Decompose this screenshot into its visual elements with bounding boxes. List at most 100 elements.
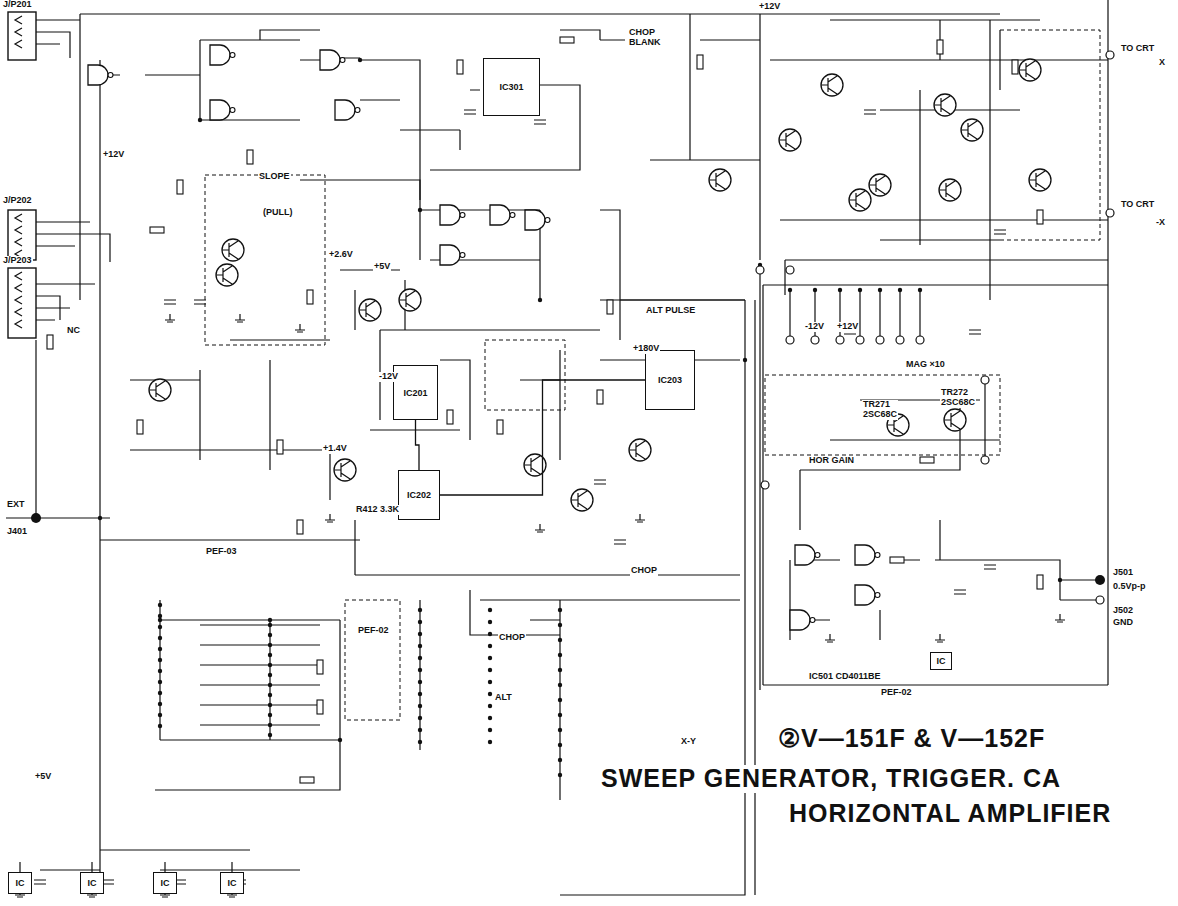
wire — [15, 284, 22, 292]
wire — [200, 625, 320, 725]
wire — [300, 180, 620, 340]
wire — [464, 110, 476, 114]
signal-label: +2.6V — [328, 250, 354, 260]
junction-dot — [158, 603, 162, 607]
signal-label: +12V — [758, 2, 781, 12]
wire — [15, 238, 22, 246]
junction-dot — [418, 208, 422, 212]
junction-dot — [268, 713, 272, 717]
junction-dot — [488, 728, 492, 732]
wire — [155, 600, 340, 790]
wire — [944, 411, 960, 429]
wire — [216, 266, 232, 284]
wire — [334, 461, 350, 479]
transistor-symbol — [821, 74, 843, 96]
wire — [194, 300, 206, 304]
resistor-symbol — [300, 777, 314, 783]
resistor-symbol — [607, 300, 613, 314]
junction-dot — [268, 683, 272, 687]
ic-label: IC301 — [499, 82, 523, 92]
junction-dot — [558, 683, 562, 687]
wire — [15, 320, 22, 328]
junction-dot — [268, 653, 272, 657]
junction-dot — [268, 618, 272, 622]
wire — [790, 560, 880, 640]
ic-label: IC — [88, 878, 97, 888]
signal-label: J/P202 — [2, 196, 33, 206]
signal-label: -X — [1155, 218, 1166, 228]
nand-gate — [440, 205, 460, 225]
signal-label: -12V — [804, 322, 825, 332]
terminal-ring — [756, 266, 764, 274]
junction-dot — [418, 608, 422, 612]
dashed-outline — [765, 375, 1000, 455]
wire — [36, 284, 95, 320]
terminal-ring — [1106, 209, 1114, 217]
wire — [969, 330, 981, 334]
nand-gate — [88, 65, 108, 85]
wire — [760, 0, 1110, 300]
transistor-symbol — [944, 409, 966, 431]
junction-dot — [158, 618, 162, 622]
transistor-symbol — [359, 299, 381, 321]
wire — [849, 191, 865, 209]
junction-dot — [418, 656, 422, 660]
junction-dot — [268, 703, 272, 707]
wire — [864, 110, 876, 114]
wire — [15, 296, 22, 304]
signal-label: TO CRT — [1120, 200, 1155, 210]
terminal-ring — [761, 481, 769, 489]
junction-dot — [418, 680, 422, 684]
signal-label: R412 3.3K — [355, 505, 400, 515]
ic-box: IC202 — [398, 470, 440, 520]
terminal-ring — [786, 266, 794, 274]
signal-label: J/P201 — [2, 0, 33, 10]
junction-dot — [418, 740, 422, 744]
wire — [6, 60, 360, 890]
resistor-symbol — [137, 420, 143, 434]
connector-housing — [8, 210, 36, 260]
resistor-symbol — [277, 440, 283, 454]
transistor-symbol — [934, 94, 956, 116]
wire — [15, 40, 22, 48]
wire — [295, 324, 305, 332]
junction-dot — [918, 288, 922, 292]
wire — [939, 181, 955, 199]
signal-label: +5V — [34, 772, 52, 782]
gate-bubble — [875, 593, 880, 598]
ic-box: IC203 — [645, 350, 695, 410]
junction-dot — [268, 643, 272, 647]
junction-dot — [268, 623, 272, 627]
junction-dot — [338, 738, 342, 742]
signal-label: SLOPE — [258, 172, 291, 182]
transistor-symbol — [216, 264, 238, 286]
regulator-ic-box: IC — [930, 652, 952, 670]
wire — [40, 600, 560, 870]
terminal-ring — [981, 376, 989, 384]
wire — [164, 300, 176, 304]
transistor-symbol — [334, 459, 356, 481]
gate-bubble — [510, 213, 515, 218]
signal-label: X — [1158, 58, 1166, 68]
signal-label: IC501 CD4011BE — [808, 672, 882, 682]
signal-label: NC — [66, 326, 81, 336]
input-jack — [31, 513, 41, 523]
signal-label: J/P203 — [2, 256, 33, 266]
junction-dot — [158, 625, 162, 629]
junction-dot — [158, 636, 162, 640]
wire — [709, 171, 725, 189]
gate-bubble — [355, 108, 360, 113]
gate-bubble — [810, 618, 815, 623]
signal-label: (PULL) — [262, 208, 294, 218]
nand-gate — [440, 245, 460, 265]
wire — [954, 590, 966, 594]
signal-label: J502 — [1112, 606, 1134, 616]
diagram-title: ②V—151F & V—152F — [775, 725, 1048, 753]
wire — [560, 30, 760, 160]
wire — [149, 381, 165, 399]
junction-dot — [1058, 578, 1062, 582]
gate-bubble — [460, 253, 465, 258]
terminal-ring — [1096, 596, 1104, 604]
resistor-symbol — [697, 55, 703, 69]
wire — [635, 514, 645, 522]
